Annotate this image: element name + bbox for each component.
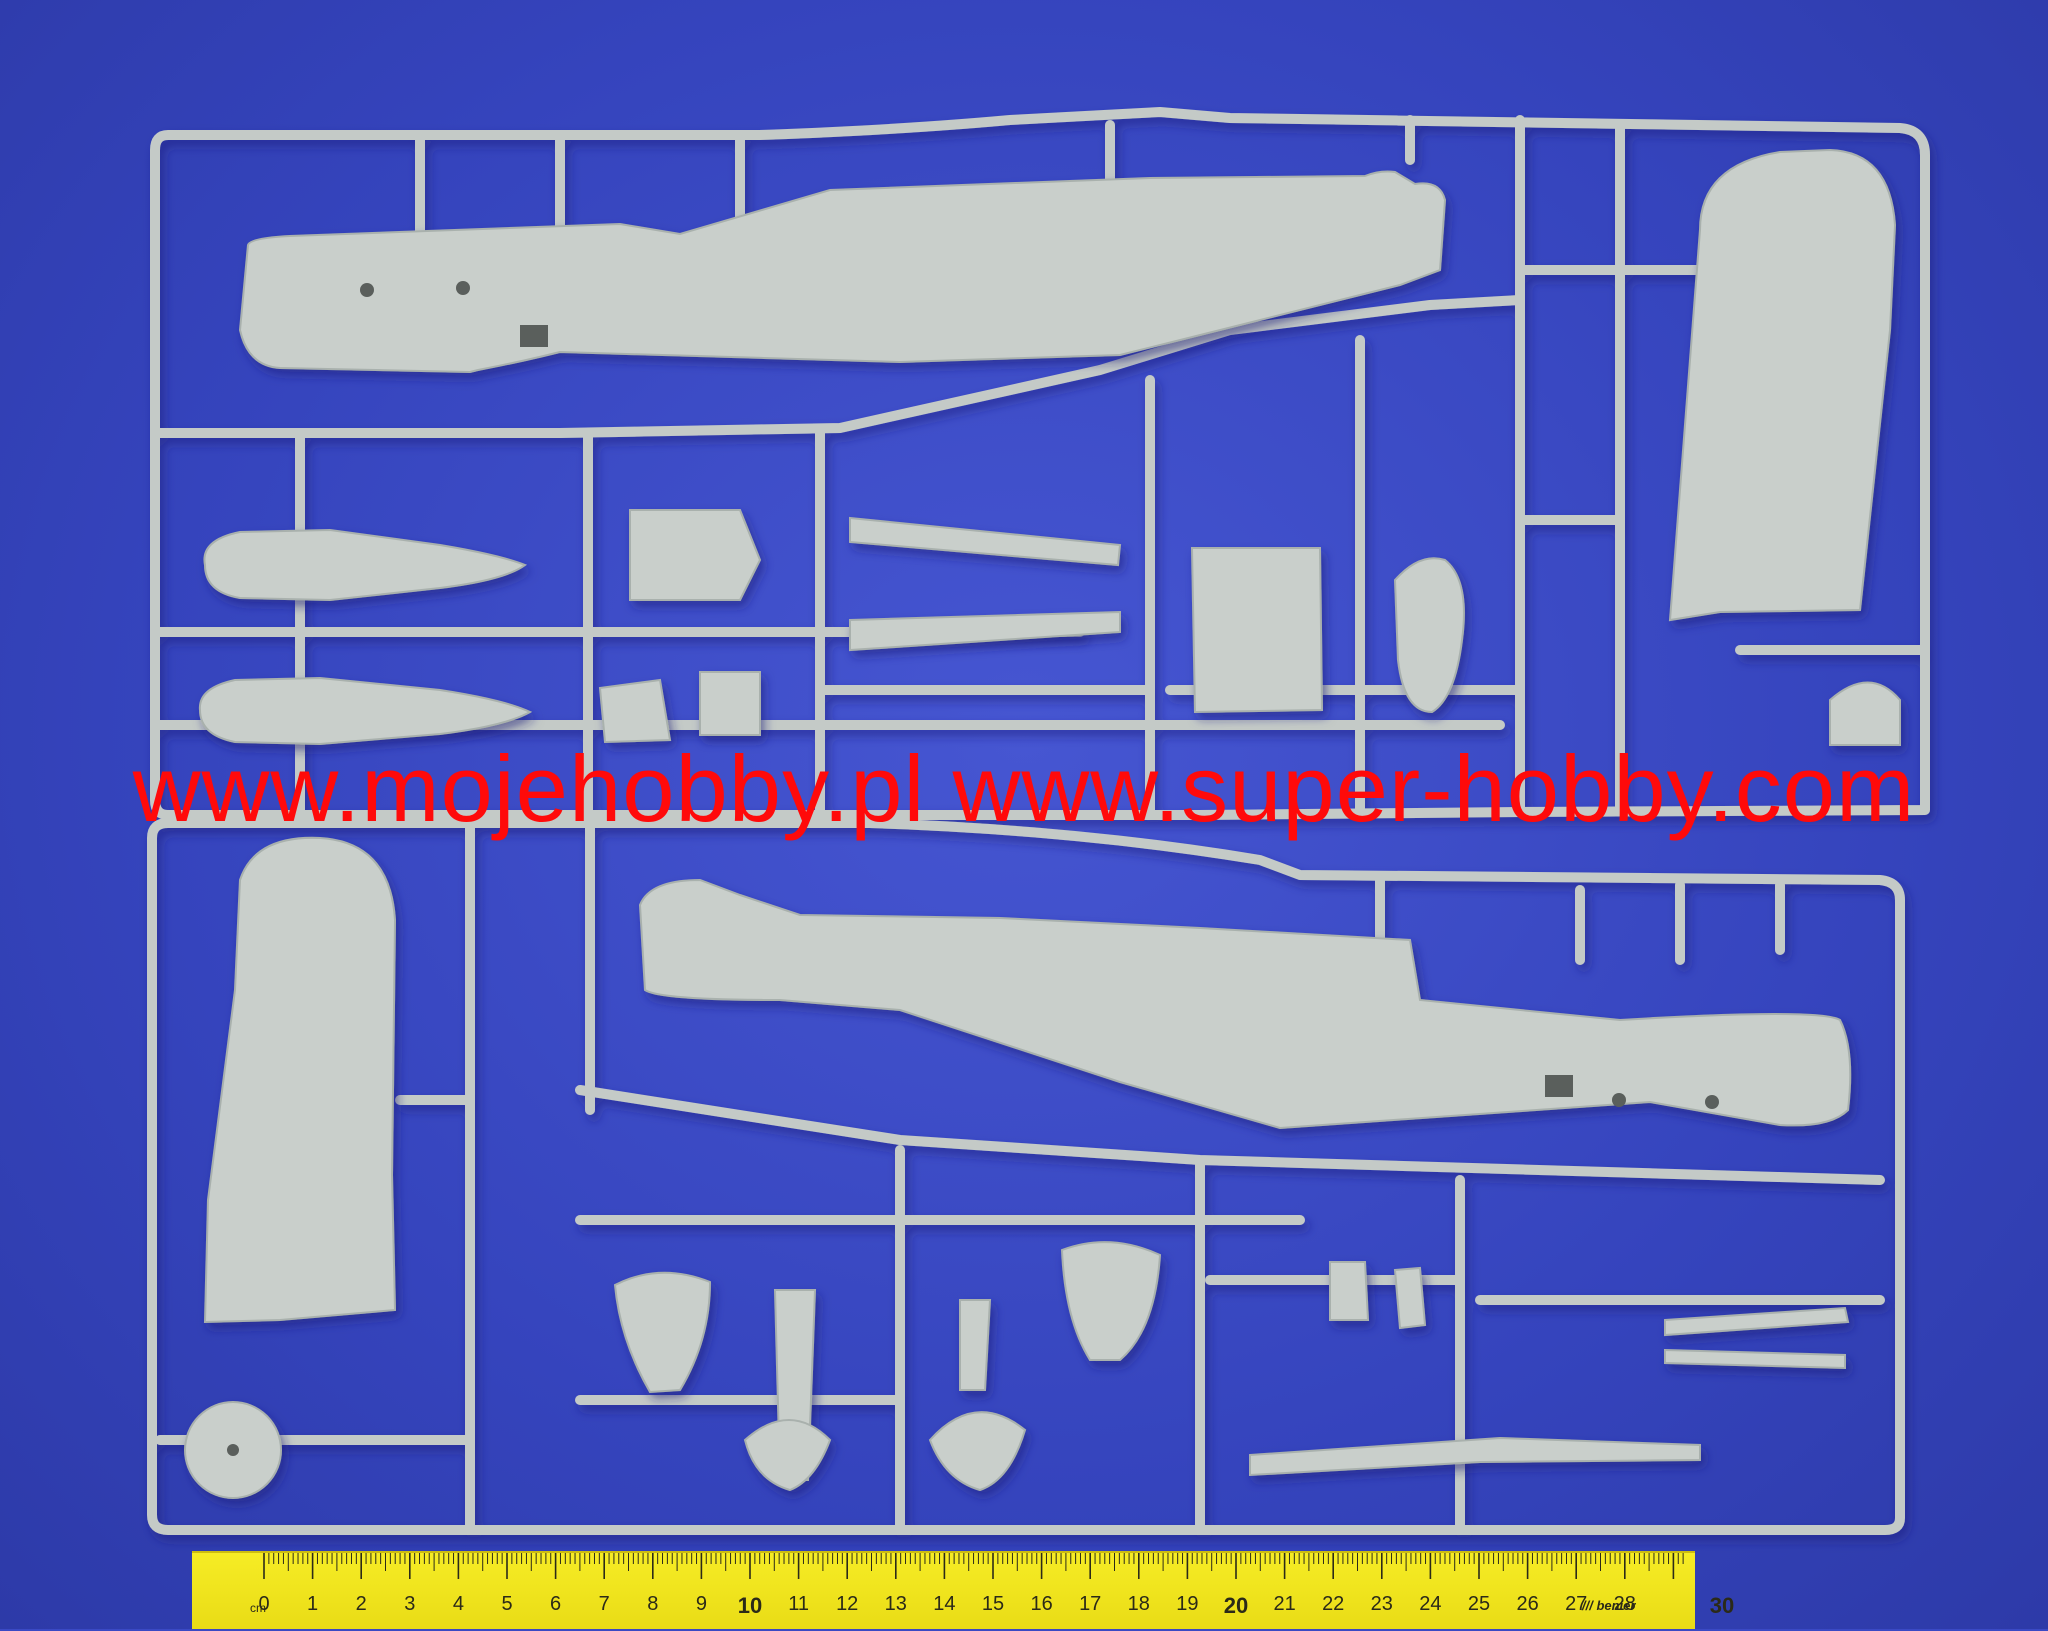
cowling-part	[1393, 557, 1465, 714]
ruler-label: 19	[1176, 1593, 1199, 1615]
lower-long-part	[1249, 1436, 1701, 1477]
gear-door-1	[743, 1419, 832, 1492]
drop-tank-top	[203, 528, 528, 602]
ruler-label: 1	[307, 1593, 319, 1615]
ruler-label: 27	[1565, 1593, 1588, 1615]
drop-tank-bottom	[198, 676, 533, 746]
lower-sprue-frame	[147, 818, 1905, 1535]
watermark-text: www.mojehobby.pl www.super-hobby.com	[132, 736, 1916, 841]
ruler-label: 11	[788, 1593, 809, 1615]
ruler-label: 12	[836, 1593, 859, 1615]
ruler-label: 8	[647, 1593, 659, 1615]
propeller-blade-1	[849, 516, 1122, 567]
upper-fuselage-half	[238, 170, 1447, 374]
ruler-label: 15	[981, 1593, 1005, 1615]
ruler-label: 24	[1419, 1593, 1442, 1615]
ruler-label: 3	[404, 1593, 416, 1615]
ruler-label: 21	[1273, 1593, 1296, 1615]
ruler-label: 26	[1516, 1593, 1539, 1615]
ruler-label: 17	[1079, 1593, 1102, 1615]
upper-wing-half	[1668, 148, 1897, 622]
gear-door-2	[928, 1411, 1027, 1492]
seat-part-2	[1060, 1241, 1162, 1361]
lower-wing-half	[203, 836, 397, 1324]
ruler-label: 25	[1467, 1593, 1491, 1615]
ruler-label: 22	[1322, 1593, 1345, 1615]
cockpit-part-3	[598, 678, 672, 744]
ruler-label: 10	[737, 1593, 763, 1618]
ruler-label: 20	[1223, 1593, 1249, 1618]
ruler-label: 7	[598, 1593, 610, 1615]
ruler-label: 13	[884, 1593, 907, 1615]
floor-panel	[1190, 547, 1324, 714]
ruler-label: 23	[1370, 1593, 1393, 1615]
seat-part-1	[613, 1271, 712, 1394]
exhaust-stack-1	[1664, 1306, 1850, 1337]
ruler-label: 5	[501, 1593, 513, 1615]
fuselage-details	[227, 281, 1719, 1456]
ruler-brand-label: /// benier	[1582, 1598, 1636, 1613]
ruler-label: 6	[550, 1593, 562, 1615]
cockpit-part-1	[629, 509, 762, 601]
ruler-unit-label: cm	[250, 1601, 266, 1615]
small-part-2	[1393, 1266, 1427, 1330]
ruler-label: 0	[258, 1593, 270, 1615]
ruler-label: 28	[1613, 1593, 1636, 1615]
ruler-label: 2	[355, 1593, 367, 1615]
ruler-label: 18	[1127, 1593, 1150, 1615]
small-part-1	[1329, 1261, 1370, 1321]
ruler-label: 30	[1709, 1593, 1735, 1618]
instrument-panel	[1829, 681, 1901, 746]
cockpit-part-2	[699, 671, 761, 736]
ruler-label: 14	[933, 1593, 956, 1615]
strut-part-2	[959, 1299, 992, 1391]
ruler-label: 4	[452, 1593, 464, 1615]
exhaust-stack-2	[1664, 1348, 1846, 1370]
ruler-label: 9	[695, 1593, 707, 1615]
ruler-ticks	[263, 1553, 1684, 1579]
lower-fuselage-half	[638, 878, 1852, 1130]
propeller-blade-2	[849, 610, 1121, 652]
ruler-label: 16	[1030, 1593, 1053, 1615]
